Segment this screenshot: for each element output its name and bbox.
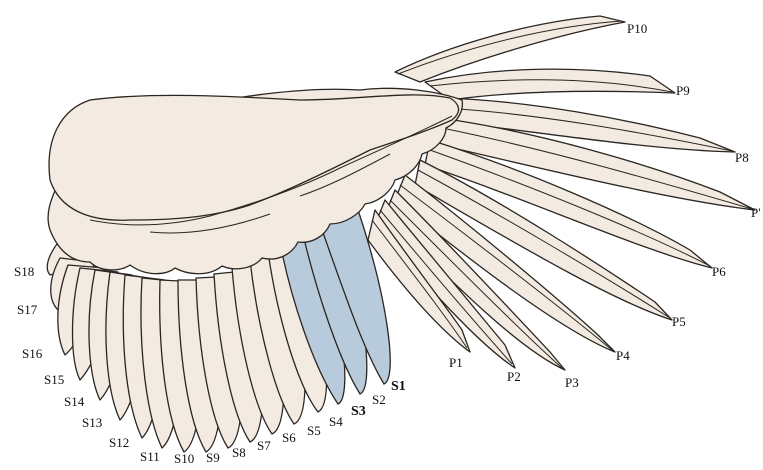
label-p2: P2 xyxy=(507,369,521,384)
label-p8: P8 xyxy=(735,150,749,165)
feather-p9 xyxy=(425,69,675,100)
label-p9: P9 xyxy=(676,83,690,98)
label-s6: S6 xyxy=(282,430,296,445)
label-s16: S16 xyxy=(22,346,43,361)
label-s4: S4 xyxy=(329,414,343,429)
label-s18: S18 xyxy=(14,264,34,279)
label-p4: P4 xyxy=(616,348,630,363)
label-s8: S8 xyxy=(232,445,246,460)
label-s10: S10 xyxy=(174,451,194,465)
label-s9: S9 xyxy=(206,450,220,465)
primary-feathers xyxy=(368,16,755,370)
label-p3: P3 xyxy=(565,375,579,390)
label-s15: S15 xyxy=(44,372,64,387)
label-p6: P6 xyxy=(712,264,726,279)
label-s5: S5 xyxy=(307,423,321,438)
label-s3: S3 xyxy=(351,404,366,419)
label-s17: S17 xyxy=(17,302,38,317)
label-s1: S1 xyxy=(391,379,406,394)
label-s7: S7 xyxy=(257,438,271,453)
label-s2: S2 xyxy=(372,392,386,407)
label-s13: S13 xyxy=(82,415,102,430)
label-p10: P10 xyxy=(627,21,647,36)
label-p5: P5 xyxy=(672,314,686,329)
label-s11: S11 xyxy=(140,449,160,464)
label-p1: P1 xyxy=(449,355,463,370)
label-p7: P' xyxy=(751,205,761,220)
label-s12: S12 xyxy=(109,435,129,450)
label-s14: S14 xyxy=(64,394,85,409)
